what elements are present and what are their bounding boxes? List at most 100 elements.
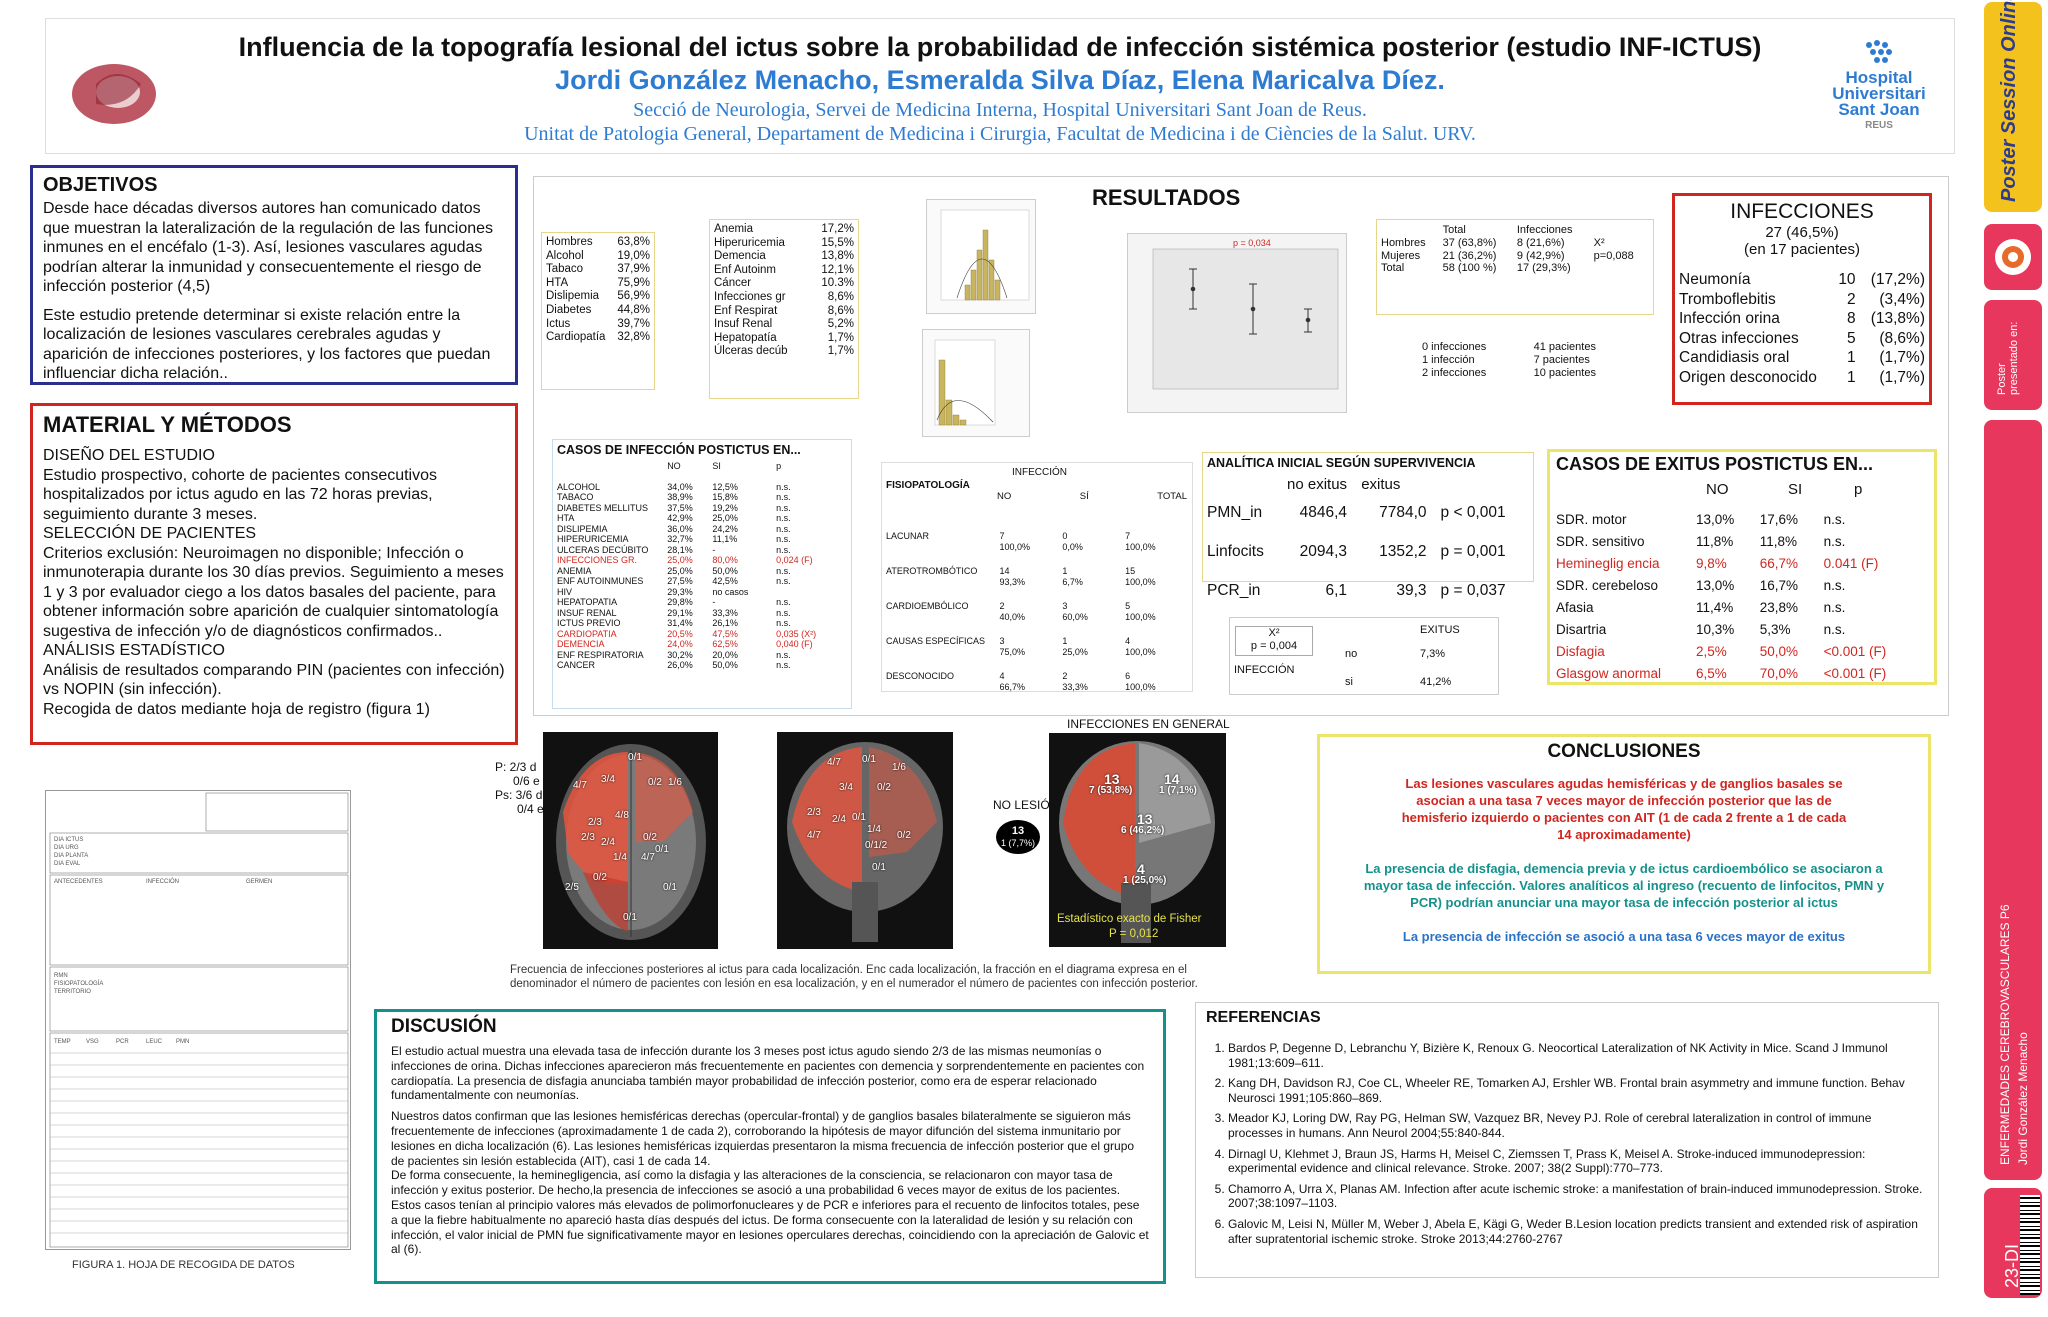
infecciones-title: INFECCIONES [1730, 200, 1874, 223]
no-lesion-badge: 13 1 (7,7%) [996, 820, 1040, 854]
metodos-p1: Estudio prospectivo, cohorte de paciente… [43, 466, 438, 523]
svg-text:ANTECEDENTES: ANTECEDENTES [54, 879, 103, 885]
objetivos-p2: Este estudio pretende determinar si exis… [43, 306, 491, 383]
axial-fraction-label: 4/7 [573, 780, 587, 791]
region-infection-label: 13 [1104, 771, 1120, 787]
svg-text:DIA ICTUS: DIA ICTUS [54, 837, 83, 843]
metodos-p3: Análisis de resultados comparando PIN (p… [43, 661, 505, 699]
metodos-title: MATERIAL Y MÉTODOS [43, 412, 292, 437]
infecciones-box: INFECCIONES 27 (46,5%) (en 17 pacientes)… [1672, 193, 1932, 405]
axial-fraction-label: 2/3 [588, 817, 602, 828]
conclusion-3: La presencia de infección se asoció a un… [1402, 929, 1846, 944]
svg-text:INFECCIÓN: INFECCIÓN [146, 878, 179, 885]
poster-session-tile[interactable]: Poster Session Online [1984, 0, 2042, 212]
coronal-fraction-label: 0/2 [897, 830, 911, 841]
coronal-fraction-label: 0/2 [877, 782, 891, 793]
axial-fraction-label: 1/6 [668, 777, 682, 788]
fisher-p: P = 0,012 [1109, 928, 1159, 940]
svg-text:DIA PLANTA: DIA PLANTA [54, 853, 88, 859]
svg-text:FISIOPATOLOGÍA: FISIOPATOLOGÍA [54, 980, 103, 987]
lab-histogram [922, 329, 1030, 437]
conclusiones-title: CONCLUSIONES [1547, 741, 1701, 762]
discusion-p1: El estudio actual muestra una elevada ta… [391, 1044, 1145, 1103]
axial-fraction-label: 0/2 [648, 777, 662, 788]
sexo-header-total: Total [1442, 224, 1466, 236]
svg-text:GERMEN: GERMEN [246, 879, 272, 885]
coronal-fraction-label: 4/7 [827, 757, 841, 768]
axial-fraction-label: 0/1 [628, 752, 642, 763]
region-infection-label: 6 (46,2%) [1121, 825, 1165, 836]
discusion-p2: Nuestros datos confirman que las lesione… [391, 1109, 1135, 1168]
axial-fraction-label: 2/3 [581, 832, 595, 843]
presented-label: Poster presentado en: [1996, 321, 2020, 395]
coronal-fraction-label: 2/4 [832, 814, 846, 825]
coronal-fraction-label: 0/1/2 [865, 840, 888, 851]
infecciones-general-label: INFECCIONES EN GENERAL [1067, 717, 1230, 731]
analitica-title: ANALÍTICA INICIAL SEGÚN SUPERVIVENCIA [1207, 456, 1476, 470]
exitus-title: CASOS DE EXITUS POSTICTUS EN... [1556, 454, 1874, 474]
plot-p-value: p = 0,034 [1233, 238, 1271, 248]
svg-text:TERRITORIO: TERRITORIO [54, 989, 91, 995]
exitus-chi-table: X² p = 0,004 EXITUS INFECCIÓN no 7,3% si… [1229, 617, 1499, 695]
coronal-fraction-label: 1/6 [892, 762, 906, 773]
referencias-title: REFERENCIAS [1206, 1009, 1321, 1026]
discusion-p3: De forma consecuente, la heminegligencia… [391, 1168, 1149, 1257]
region-infection-label: 13 [1137, 811, 1153, 827]
region-infection-label: 7 (53,8%) [1089, 785, 1133, 796]
svg-text:VSG: VSG [86, 1039, 99, 1045]
conclusion-2: La presencia de disfagia, demencia previ… [1363, 861, 1885, 910]
affiliation-1: Secció de Neurologia, Servei de Medicina… [633, 99, 1367, 121]
poster-session-label: Poster Session Online [1998, 0, 2020, 202]
svg-text:PCR: PCR [116, 1039, 129, 1045]
fisiopatologia-table: INFECCIÓN FISIOPATOLOGÍA NO SÍ TOTAL LAC… [881, 462, 1193, 692]
poster-authors: Jordi González Menacho, Esmeralda Silva … [555, 65, 1445, 95]
region-infection-label: 1 (25,0%) [1123, 875, 1167, 886]
reference-item: Kang DH, Davidson RJ, Coe CL, Wheeler RE… [1228, 1076, 1928, 1105]
resultados-title: RESULTADOS [1092, 185, 1241, 210]
svg-text:LEUC: LEUC [146, 1039, 163, 1045]
no-lesion-label: NO LESIÓ [993, 798, 1050, 812]
infecciones-sub: (en 17 pacientes) [1744, 241, 1860, 258]
casos-inf-row: INFECCIONES GR.25,0%80,0%0,024 (F) [557, 555, 813, 565]
